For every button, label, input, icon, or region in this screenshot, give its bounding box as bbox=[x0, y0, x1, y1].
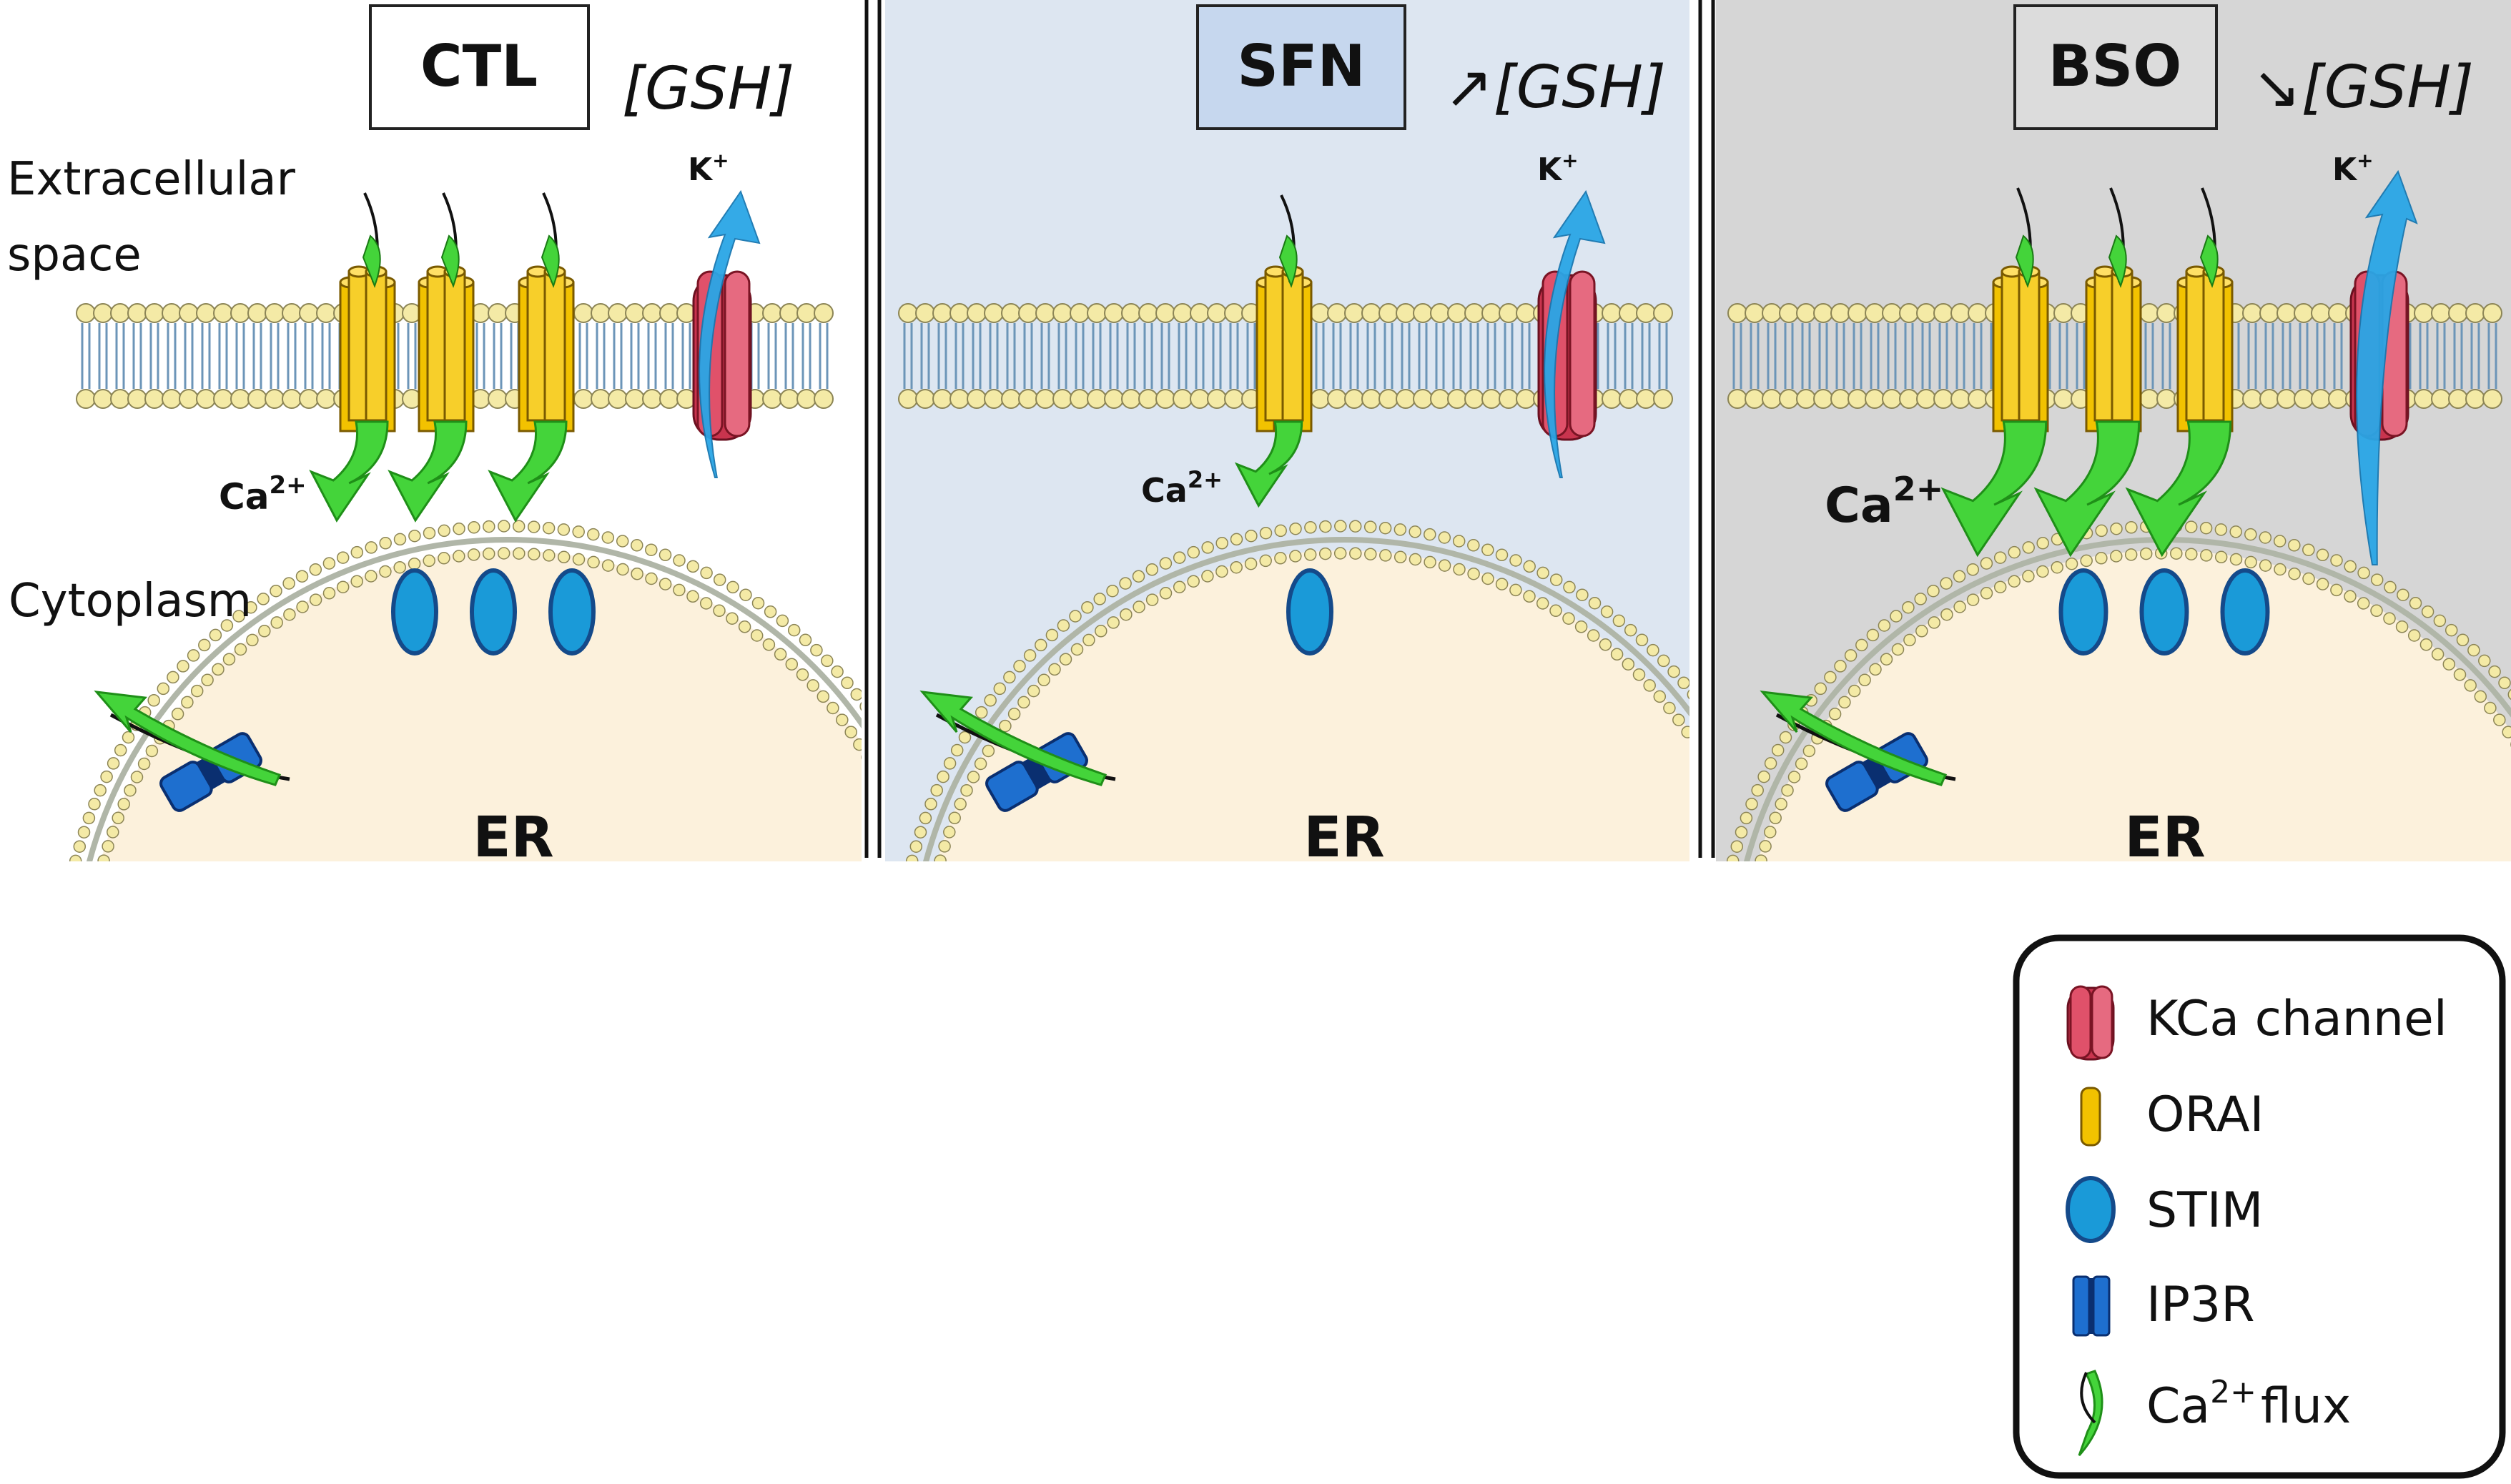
er-lumen bbox=[937, 550, 1689, 861]
ca-ion-label-sfn: Ca2+ bbox=[1141, 466, 1223, 510]
legend-label-kca: KCa channel bbox=[2146, 991, 2447, 1047]
condition-label-sfn: SFN bbox=[1237, 33, 1365, 99]
er-membrane bbox=[905, 520, 1689, 861]
er-membrane bbox=[69, 520, 862, 861]
condition-label-ctl: CTL bbox=[420, 33, 538, 99]
k-efflux-arrow bbox=[1544, 189, 1606, 478]
extracellular-label: Extracellular bbox=[7, 153, 296, 206]
orai-channel bbox=[518, 265, 575, 432]
orai-channel bbox=[339, 265, 396, 432]
condition-box-ctl bbox=[369, 4, 590, 130]
ca-ion-label-ctl: Ca2+ bbox=[219, 471, 307, 518]
panel-ctl bbox=[69, 189, 862, 861]
ca-influx-arrow bbox=[2125, 187, 2232, 558]
k-efflux-arrow bbox=[699, 189, 761, 478]
ca-release-arrow bbox=[1760, 691, 1948, 786]
ca-release-arrow bbox=[94, 691, 282, 786]
er-lumen bbox=[1757, 550, 2511, 861]
legend-box bbox=[2013, 934, 2506, 1479]
condition-box-sfn bbox=[1196, 4, 1406, 130]
er-label-sfn: ER bbox=[1303, 806, 1384, 870]
orai-icon bbox=[2080, 1087, 2101, 1147]
gsh-label-sfn: ↗[GSH] bbox=[1444, 54, 1666, 122]
cytoplasm-label: Cytoplasm bbox=[9, 575, 252, 628]
ca-flux-icon bbox=[2078, 1370, 2103, 1456]
legend-label-orai: ORAI bbox=[2146, 1087, 2264, 1143]
extracellular-space-label: space bbox=[7, 229, 142, 282]
ca-influx-arrow bbox=[488, 192, 568, 523]
er-label-bso: ER bbox=[2124, 806, 2205, 870]
legend-label-ca-flux: Ca2+flux bbox=[2146, 1374, 2351, 1435]
gsh-text-sfn: [GSH] bbox=[1494, 54, 1666, 122]
ca-release-arrow bbox=[919, 691, 1107, 786]
legend: KCa channel ORAI STIM IP3R Ca2+flux bbox=[2013, 934, 2506, 1479]
gsh-decrease-arrow: ↘ bbox=[2252, 54, 2302, 122]
stim-icon bbox=[2066, 1176, 2116, 1243]
stim-protein bbox=[548, 568, 596, 656]
orai-channel bbox=[2176, 265, 2234, 432]
stim-protein bbox=[391, 568, 438, 656]
kca-channel bbox=[692, 189, 761, 478]
gsh-increase-arrow: ↗ bbox=[1444, 54, 1494, 122]
kca-channel-icon bbox=[2066, 985, 2115, 1061]
kca-channel bbox=[1537, 189, 1606, 478]
k-ion-label-ctl: K+ bbox=[688, 149, 729, 188]
legend-label-ip3r: IP3R bbox=[2146, 1277, 2255, 1333]
er-lumen bbox=[100, 550, 862, 861]
stim-protein bbox=[2220, 568, 2270, 656]
orai-channel bbox=[2085, 265, 2142, 432]
gsh-text-bso: [GSH] bbox=[2302, 54, 2474, 122]
legend-label-stim: STIM bbox=[2146, 1182, 2263, 1239]
orai-channel bbox=[1992, 265, 2049, 432]
ca-influx-arrow bbox=[309, 192, 389, 523]
condition-box-bso bbox=[2013, 4, 2218, 130]
gsh-label-bso: ↘[GSH] bbox=[2252, 54, 2474, 122]
ca-ion-label-bso: Ca2+ bbox=[1825, 470, 1943, 534]
panel-sfn bbox=[898, 189, 1689, 861]
k-efflux-arrow bbox=[2356, 169, 2418, 565]
k-ion-label-sfn: K+ bbox=[1537, 149, 1579, 188]
ca-influx-arrow bbox=[2033, 187, 2141, 558]
ip3r-icon bbox=[2072, 1275, 2111, 1337]
stim-protein bbox=[1286, 568, 1333, 656]
kca-channel bbox=[2349, 169, 2418, 565]
stim-protein bbox=[470, 568, 517, 656]
condition-label-bso: BSO bbox=[2048, 33, 2182, 99]
ca-influx-arrow bbox=[1234, 194, 1303, 508]
stim-protein bbox=[2058, 568, 2108, 656]
stim-protein bbox=[2139, 568, 2189, 656]
orai-channel bbox=[1256, 265, 1313, 432]
gsh-label-ctl: [GSH] bbox=[622, 55, 794, 123]
ca-influx-arrow bbox=[1940, 187, 2048, 558]
orai-channel bbox=[418, 265, 475, 432]
ca-influx-arrow bbox=[388, 192, 468, 523]
panel-bso bbox=[1726, 169, 2511, 861]
panel-separator bbox=[864, 0, 1715, 858]
k-ion-label-bso: K+ bbox=[2332, 149, 2374, 188]
er-label-ctl: ER bbox=[473, 806, 553, 870]
er-membrane bbox=[1726, 520, 2511, 861]
